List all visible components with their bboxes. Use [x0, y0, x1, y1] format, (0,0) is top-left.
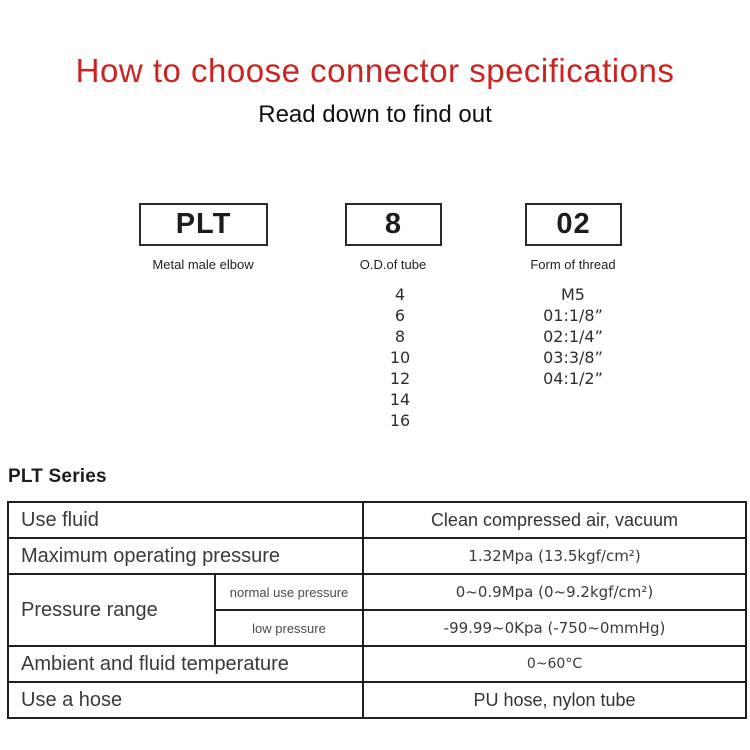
low-pressure-value: -99.99~0Kpa (-750~0mmHg) — [362, 609, 747, 647]
thread-form-list: M5 01:1/8” 02:1/4” 03:3/8” 04:1/2” — [493, 284, 653, 389]
thread-form-option: 02:1/4” — [543, 327, 603, 346]
tube-size-option: 6 — [394, 306, 406, 325]
label-tube-size: O.D.of tube — [359, 257, 427, 272]
table-row-use-fluid: Use fluid Clean compressed air, vacuum — [7, 501, 747, 539]
tube-size-option: 16 — [389, 411, 411, 430]
normal-pressure-value: 0~0.9Mpa (0~9.2kgf/cm²) — [362, 573, 747, 611]
code-box-thread-form-text: 02 — [556, 208, 591, 240]
max-pressure-value: 1.32Mpa (13.5kgf/cm²) — [362, 537, 747, 575]
temperature-label: Ambient and fluid temperature — [7, 645, 364, 683]
thread-form-option: 01:1/8” — [543, 306, 603, 325]
tube-size-option: 4 — [394, 285, 406, 304]
tube-size-option: 10 — [389, 348, 411, 367]
code-box-series-text: PLT — [175, 208, 232, 240]
table-row-hose: Use a hose PU hose, nylon tube — [7, 681, 747, 719]
code-box-tube-size-text: 8 — [384, 208, 403, 240]
spec-table: Use fluid Clean compressed air, vacuum M… — [7, 501, 747, 719]
tube-size-option: 8 — [394, 327, 406, 346]
low-pressure-label: low pressure — [214, 609, 364, 647]
thread-form-option: 03:3/8” — [543, 348, 603, 367]
max-pressure-label: Maximum operating pressure — [7, 537, 364, 575]
use-fluid-value: Clean compressed air, vacuum — [362, 501, 747, 539]
label-series: Metal male elbow — [152, 257, 254, 272]
code-box-series: PLT — [139, 203, 268, 246]
thread-form-option: 04:1/2” — [543, 369, 603, 388]
table-row-max-pressure: Maximum operating pressure 1.32Mpa (13.5… — [7, 537, 747, 575]
tube-size-option: 12 — [389, 369, 411, 388]
tube-size-option: 14 — [389, 390, 411, 409]
page-title: How to choose connector specifications — [75, 52, 675, 89]
series-heading: PLT Series — [8, 466, 107, 487]
normal-pressure-label: normal use pressure — [214, 573, 364, 611]
tube-size-list: 4 6 8 10 12 14 16 — [330, 284, 470, 431]
hose-value: PU hose, nylon tube — [362, 681, 747, 719]
label-thread-form: Form of thread — [530, 257, 616, 272]
code-box-thread-form: 02 — [525, 203, 622, 246]
page-subtitle: Read down to find out — [258, 101, 492, 128]
table-row-temperature: Ambient and fluid temperature 0~60°C — [7, 645, 747, 683]
thread-form-option: M5 — [561, 285, 585, 304]
table-row-pressure-low: low pressure -99.99~0Kpa (-750~0mmHg) — [8, 609, 747, 647]
hose-label: Use a hose — [7, 681, 364, 719]
use-fluid-label: Use fluid — [7, 501, 364, 539]
code-box-tube-size: 8 — [345, 203, 442, 246]
temperature-value: 0~60°C — [362, 645, 747, 683]
table-row-pressure-normal: Pressure range normal use pressure 0~0.9… — [7, 573, 747, 647]
pressure-range-label: Pressure range — [7, 573, 216, 647]
